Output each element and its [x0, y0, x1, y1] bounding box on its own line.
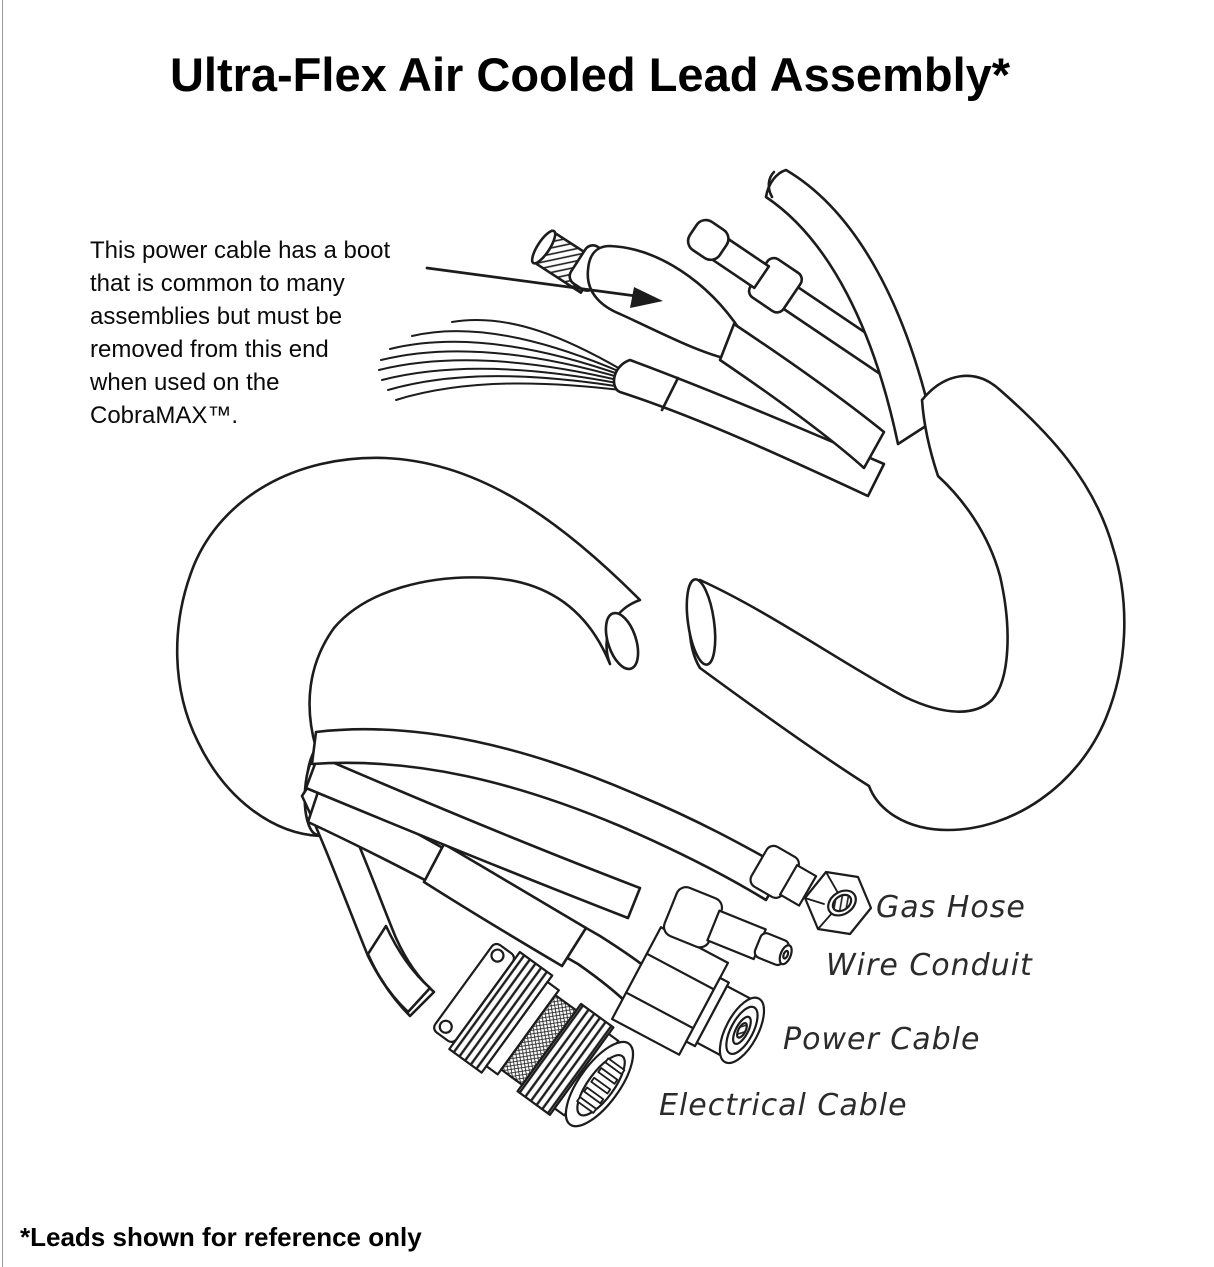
annotation-line: This power cable has a boot	[90, 237, 391, 264]
annotation-line: assemblies but must be	[90, 303, 343, 330]
annotation-note: This power cable has a boot that is comm…	[90, 234, 390, 432]
connector-pins	[576, 1057, 626, 1114]
label-power-cable: Power Cable	[783, 1022, 981, 1057]
power-cable-sleeve-top	[718, 322, 886, 470]
diagram-title: Ultra-Flex Air Cooled Lead Assembly*	[169, 48, 1011, 102]
cable-cut-end-left	[604, 611, 640, 671]
wire-sleeve-tube	[612, 358, 886, 498]
annotation-line: when used on the	[90, 369, 280, 396]
wire-conduit-lead	[304, 754, 642, 920]
footnote: *Leads shown for reference only	[20, 1222, 422, 1252]
annotation-line: CobraMAX™.	[90, 402, 239, 429]
wire-conduit-tip	[662, 886, 793, 967]
power-connector	[610, 926, 766, 1065]
thin-wires	[378, 318, 630, 401]
annotation-line: removed from this end	[90, 336, 329, 363]
power-cable-boot	[586, 244, 750, 363]
main-cable-hook	[688, 374, 1126, 832]
page-left-border	[2, 0, 3, 1267]
label-gas-hose: Gas Hose	[876, 890, 1026, 925]
gas-hose-top	[764, 168, 934, 446]
label-wire-conduit: Wire Conduit	[826, 948, 1033, 983]
cable-cut-end-right	[685, 578, 717, 666]
gas-hose-nut	[803, 870, 873, 936]
label-electrical-cable: Electrical Cable	[659, 1088, 908, 1123]
electrical-connector	[433, 942, 635, 1128]
gas-hose-fitting	[749, 844, 873, 936]
annotation-arrow	[425, 266, 663, 308]
annotation-line: that is common to many	[90, 270, 345, 297]
